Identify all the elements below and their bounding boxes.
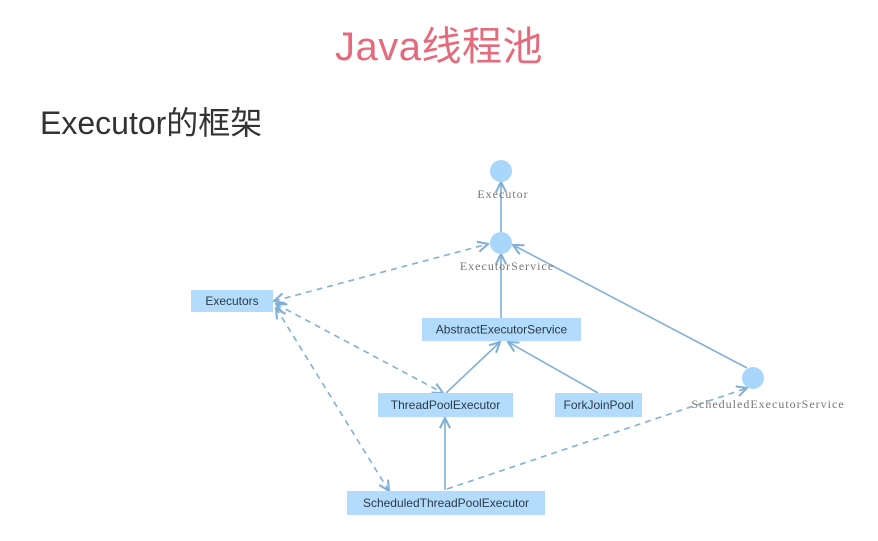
edge-executors-to-executorservice — [274, 244, 488, 301]
slide-title: Java线程池 — [335, 25, 543, 69]
edge-threadpoolexecutor-to-abstractexecutorservice — [445, 342, 500, 394]
edge-executors-to-scheduledthreadpoolexecutor — [276, 308, 389, 491]
class-node-threadpoolexecutor[interactable]: ThreadPoolExecutor — [378, 393, 513, 417]
interface-label: Executor — [477, 187, 528, 201]
class-label: AbstractExecutorService — [436, 323, 568, 337]
interface-label: ScheduledExecutorService — [691, 397, 844, 411]
class-label: ForkJoinPool — [563, 398, 633, 412]
interface-label: ExecutorService — [460, 259, 554, 273]
edge-scheduledexecutorservice-to-executorservice — [513, 245, 748, 369]
section-heading: Executor的框架 — [40, 105, 263, 141]
interface-node-scheduledexecutorservice[interactable]: ScheduledExecutorService — [691, 367, 844, 411]
edge-forkjoinpool-to-abstractexecutorservice — [508, 342, 599, 394]
class-label: Executors — [205, 294, 258, 308]
edge-scheduledthreadpoolexecutor-to-scheduledexecutorservice — [446, 388, 747, 490]
interface-node-executor[interactable]: Executor — [477, 160, 528, 201]
edge-executors-to-threadpoolexecutor — [276, 304, 443, 393]
class-node-executors[interactable]: Executors — [191, 290, 273, 312]
class-node-scheduledthreadpoolexecutor[interactable]: ScheduledThreadPoolExecutor — [347, 491, 545, 515]
class-node-abstractexecutorservice[interactable]: AbstractExecutorService — [422, 318, 581, 341]
class-label: ThreadPoolExecutor — [391, 398, 500, 412]
class-label: ScheduledThreadPoolExecutor — [363, 496, 529, 510]
interface-node-executorservice[interactable]: ExecutorService — [460, 232, 554, 273]
class-node-forkjoinpool[interactable]: ForkJoinPool — [555, 393, 642, 417]
edges — [274, 182, 747, 491]
